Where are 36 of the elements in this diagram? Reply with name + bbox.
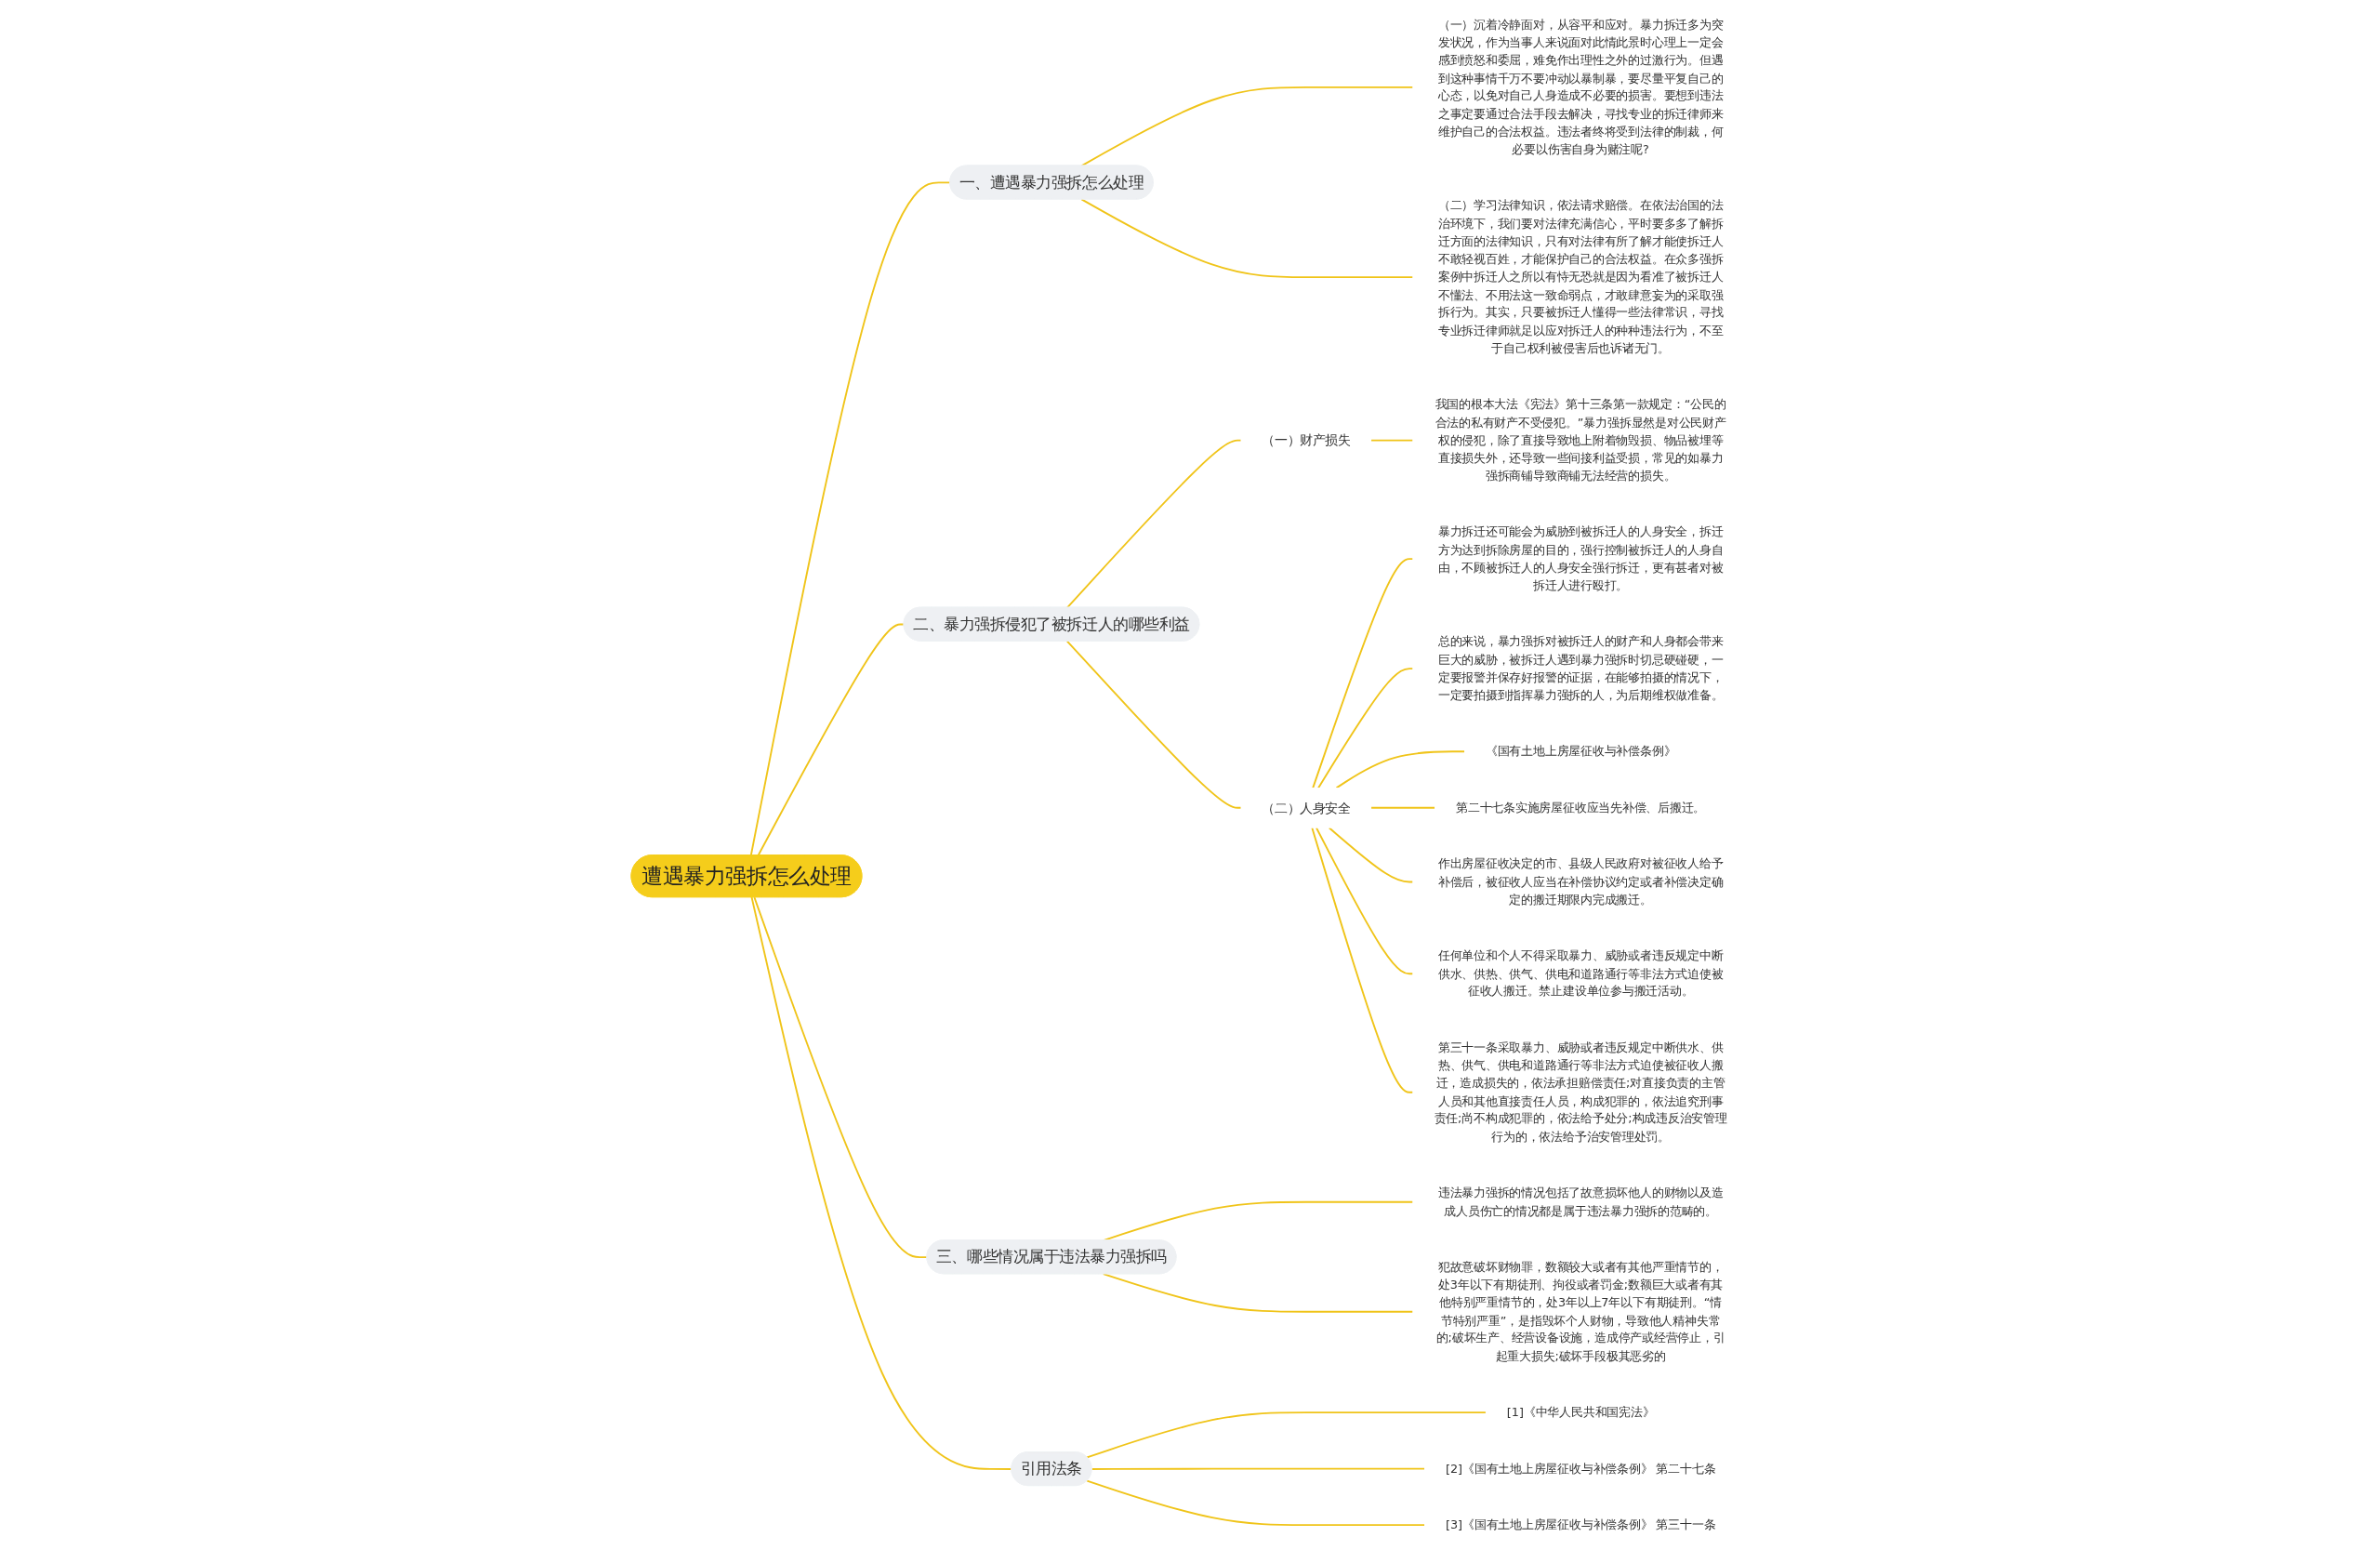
- connector: [1312, 558, 1414, 789]
- connector: [1335, 750, 1466, 789]
- connector: [1066, 640, 1243, 809]
- node-text: 违法暴力强拆的情况包括了故意损坏他人的财物以及造成人员伤亡的情况都是属于违法暴力强拆的范畴的。: [1438, 1186, 1724, 1218]
- node-text: [1]《中华人民共和国宪法》: [1507, 1405, 1655, 1420]
- connector: [1329, 827, 1414, 883]
- connector: [1103, 1273, 1414, 1313]
- node-text: 总的来说，暴力强拆对被拆迁人的财产和人身都会带来巨大的威胁，被拆迁人遇到暴力强拆时切忌硬碰硬，一定要报警并保存好报警的证据，在能够拍摄的情况下，一定要拍摄到指挥暴力强拆的人，为后期维权做准备。: [1438, 634, 1724, 702]
- node-text: 任何单位和个人不得采取暴力、威胁或者违反规定中断供水、供热、供气、供电和道路通行等非法方式迫使被征收人搬迁。禁止建设单位参与搬迁活动。: [1438, 948, 1724, 999]
- node-text: 第二十七条实施房屋征收应当先补偿、后搬迁。: [1456, 800, 1706, 815]
- node-text: 犯故意破坏财物罪，数额较大或者有其他严重情节的，处3年以下有期徒刑、拘役或者罚金;数额巨大或者有其他特别严重情节的，处3年以上7年以下有期徒刑。“情节特别严重”，是指毁坏个人财物，导致他人精神失常的;破坏生产、经营设备设施，造成停产或经营停止，引起重大损失;破坏手段极其恶劣的: [1435, 1259, 1726, 1363]
- connector: [1370, 439, 1414, 442]
- connector: [1080, 198, 1414, 279]
- connector: [1317, 668, 1414, 789]
- connector: [1080, 86, 1414, 167]
- node-text: 《国有土地上房屋征收与补偿条例》: [1486, 744, 1676, 759]
- node-text: [3]《国有土地上房屋征收与补偿条例》 第三十一条: [1446, 1517, 1716, 1532]
- connector: [1311, 827, 1414, 1093]
- node-text: 我国的根本大法《宪法》第十三条第一款规定：“公民的合法的私有财产不受侵犯。”暴力强拆显然是对公民财产权的侵犯，除了直接导致地上附着物毁损、物品被埋等直接损失外，还导致一些间接利益受损，常见的如暴力强拆商铺导致商铺无法经营的损失。: [1435, 397, 1726, 483]
- node-text: 作出房屋征收决定的市、县级人民政府对被征收人给予补偿后，被征收人应当在补偿协议约定或者补偿决定确定的搬迁期限内完成搬迁。: [1438, 856, 1724, 907]
- connector: [1091, 1467, 1426, 1470]
- node-text: [2]《国有土地上房屋征收与补偿条例》 第二十七条: [1446, 1461, 1716, 1476]
- connector: [750, 896, 1013, 1470]
- node-text: （二）学习法律知识，依法请求赔偿。在依法治国的法治环境下，我们要对法律充满信心，平时要多多了解拆迁方面的法律知识，只有对法律有所了解才能使拆迁人不敢轻视百姓，才能保护自己的合法权益。在众多强拆案例中拆迁人之所以有恃无恐就是因为看准了被拆迁人不懂法、不用法这一致命弱点，才敢肆意妄为的采取强拆行为。其实，只要被拆迁人懂得一些法律常识，寻找专业拆迁律师就足以应对拆迁人的种种违法行为，不至于自己权利被侵害后也诉诸无门。: [1438, 198, 1724, 355]
- connector: [1086, 1411, 1488, 1459]
- connector: [1066, 439, 1243, 609]
- node-text: （二）人身安全: [1262, 800, 1351, 815]
- connector: [1316, 827, 1414, 975]
- connector: [753, 896, 929, 1259]
- node-text: （一）财产损失: [1262, 432, 1351, 448]
- connector: [1370, 806, 1436, 809]
- node-text: （一）沉着冷静面对，从容平和应对。暴力拆迁多为突发状况，作为当事人来说面对此情此景时心理上一定会感到愤怒和委屈，难免作出理性之外的过激行为。但遇到这种事情千万不要冲动以暴制暴，要尽量平复自己的心态，以免对自己人身造成不必要的损害。要想到违法之事定要通过合法手段去解决，寻找专业的拆迁律师来维护自己的合法权益。违法者终将受到法律的制裁，何必要以伤害自身为赌注呢?: [1438, 17, 1724, 156]
- node-text: 暴力拆迁还可能会为威胁到被拆迁人的人身安全，拆迁方为达到拆除房屋的目的，强行控制被拆迁人的人身自由，不顾被拆迁人的人身安全强行拆迁，更有甚者对被拆迁人进行殴打。: [1438, 524, 1724, 592]
- connector: [757, 623, 906, 856]
- connector: [1086, 1479, 1426, 1527]
- node-text: 第三十一条采取暴力、威胁或者违反规定中断供水、供热、供气、供电和道路通行等非法方式迫使被征收人搬迁，造成损失的，依法承担赔偿责任;对直接负责的主管人员和其他直接责任人员，构成犯罪的，依法追究刑事责任;尚不构成犯罪的，依法给予处分;构成违反治安管理行为的，依法给予治安管理处罚。: [1434, 1040, 1727, 1144]
